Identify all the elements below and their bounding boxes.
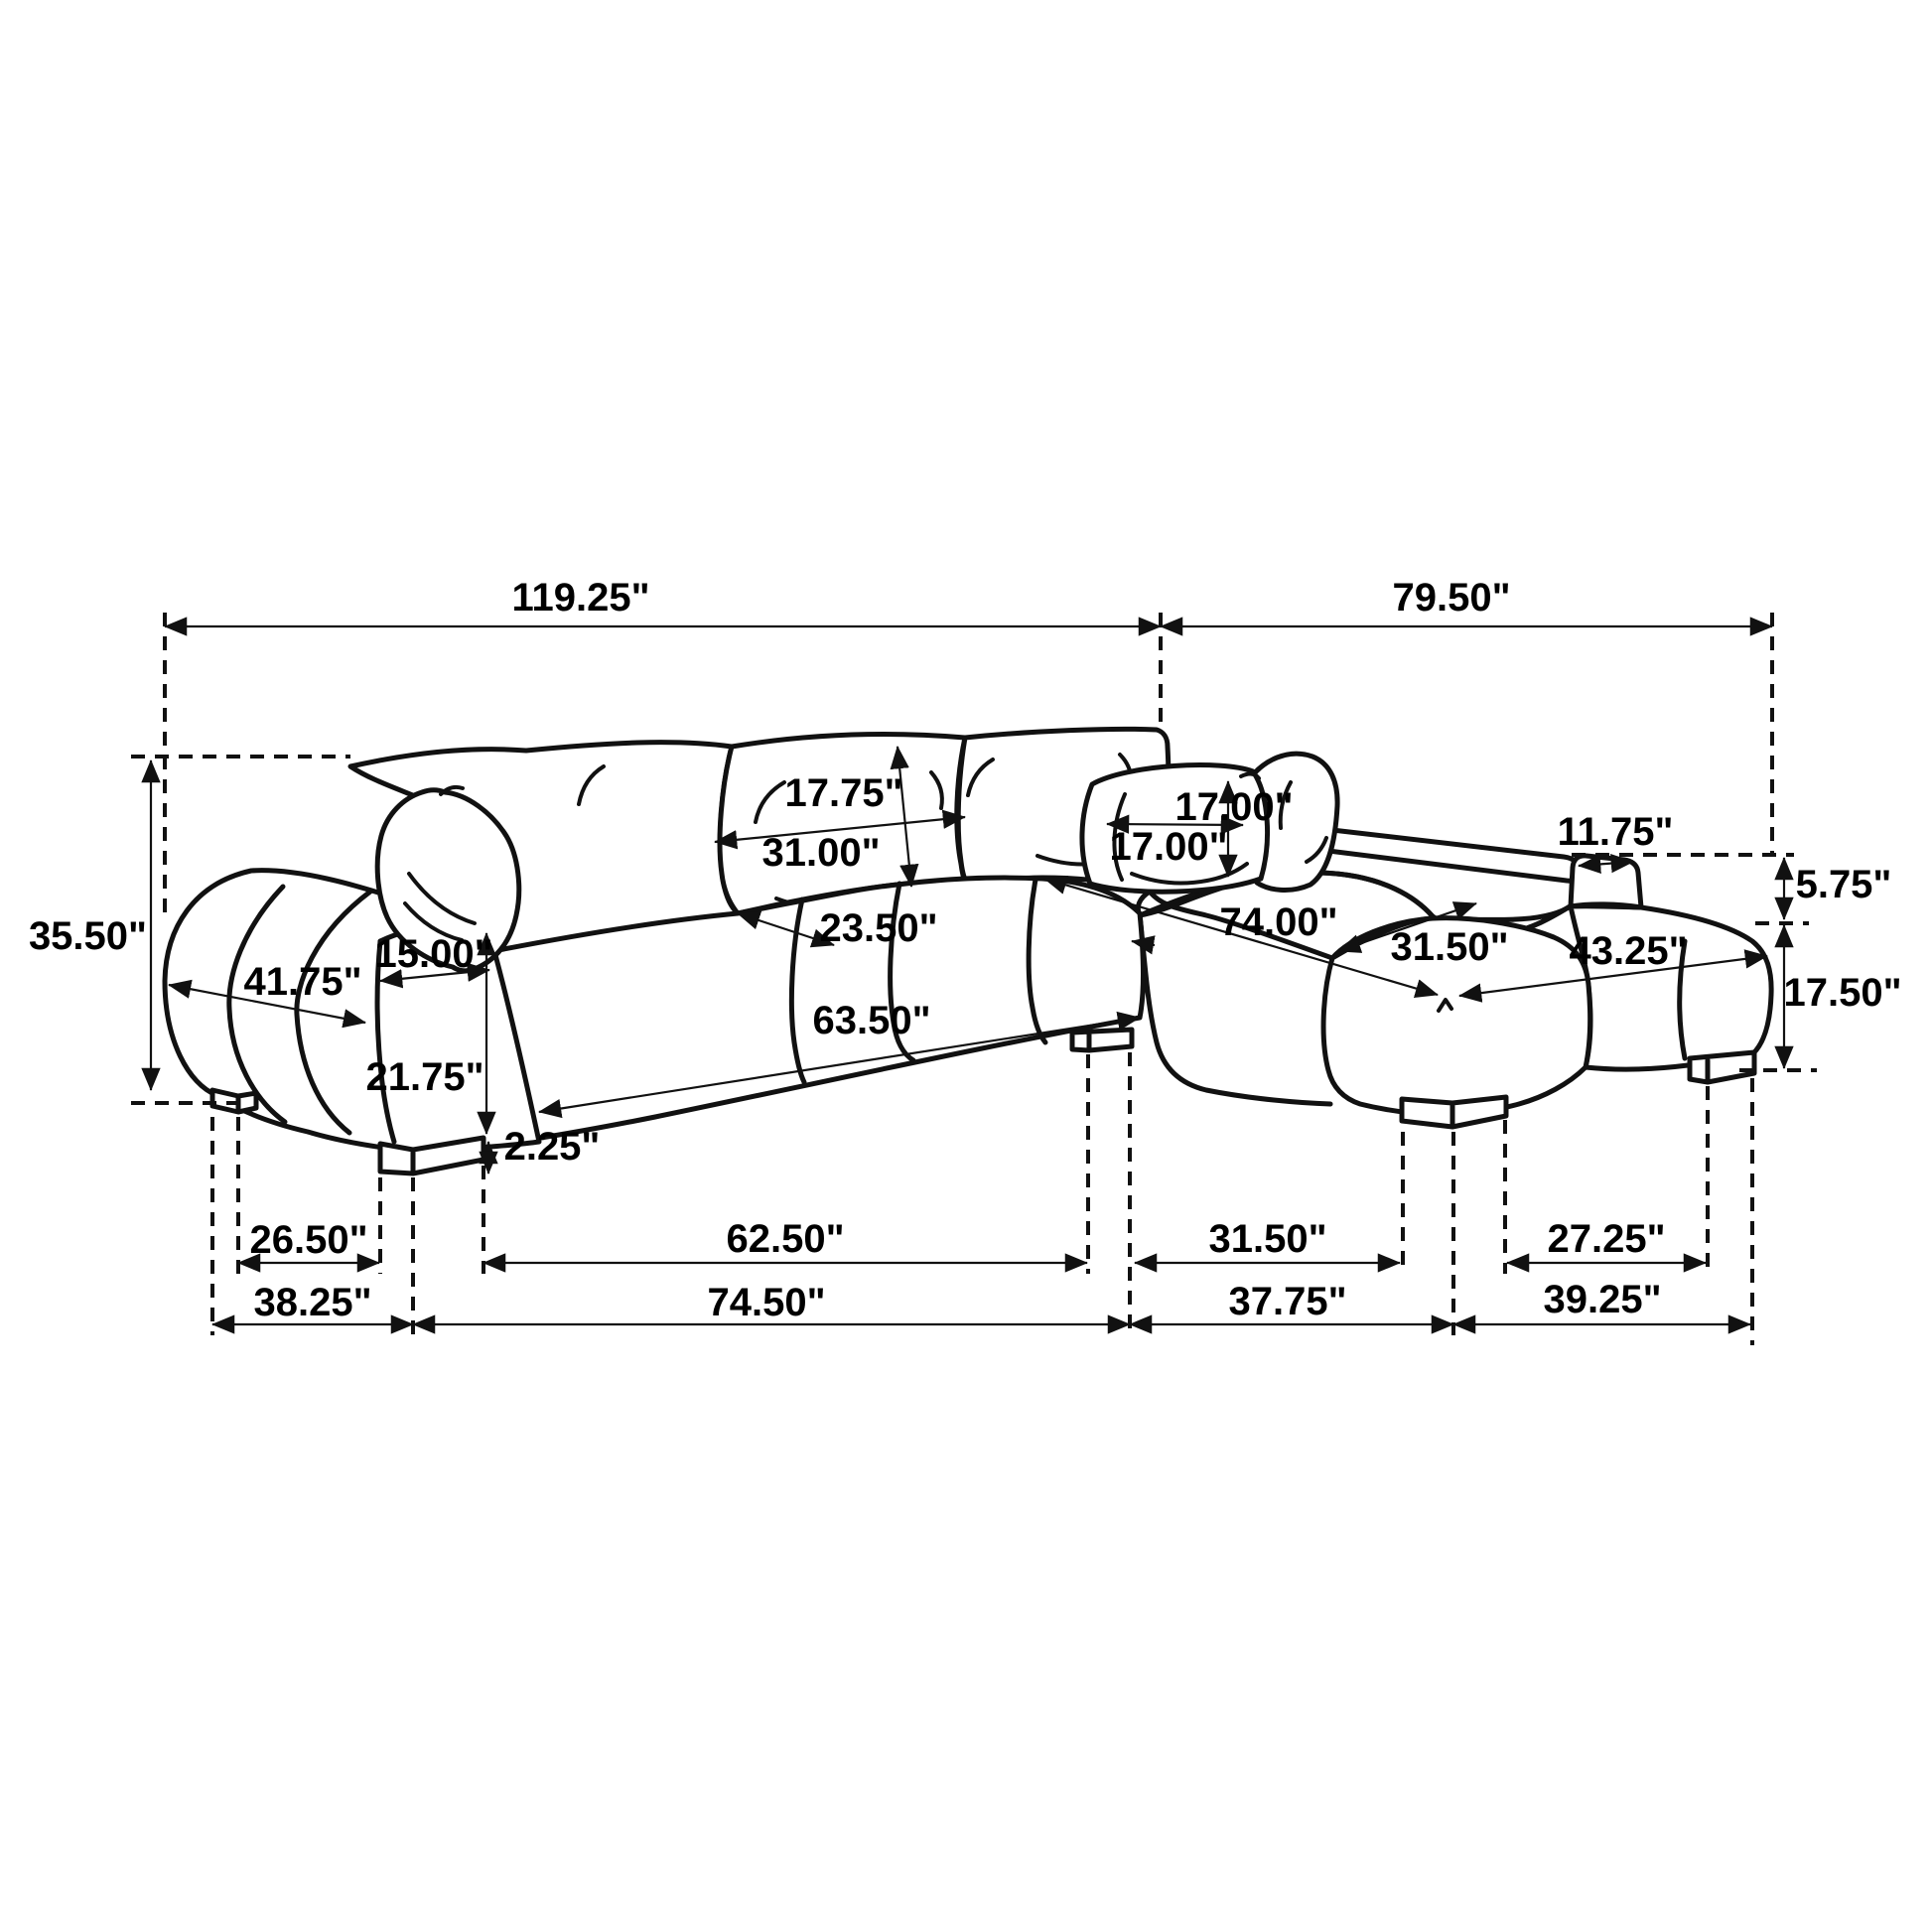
dim-line-chaise-front-w <box>1458 949 1768 1003</box>
dim-label-legspan-chaise-out: 37.75" <box>1228 1280 1346 1323</box>
dim-label-legspan-arm: 26.50" <box>249 1218 367 1262</box>
dim-label-arm-right-top: 11.75" <box>1558 810 1674 854</box>
dim-line-arm-top <box>379 962 490 989</box>
leg-middle <box>1069 1027 1135 1053</box>
dim-line-arm-right-top <box>1578 853 1634 875</box>
dim-label-total-left: 119.25" <box>511 576 649 620</box>
dim-label-back-cushion-h: 17.75" <box>784 771 902 815</box>
dim-label-seat-height-right: 17.50" <box>1783 971 1901 1015</box>
dim-label-legspan-right: 27.25" <box>1547 1217 1665 1261</box>
dim-line-seat-depth <box>737 910 835 948</box>
pillow-crease <box>439 784 465 796</box>
arm-panel-left <box>374 938 397 1145</box>
dim-line-back-cushion-w <box>714 809 966 850</box>
dim-line-seat-width <box>538 1011 1141 1119</box>
leg-right <box>1687 1049 1757 1085</box>
dim-label-seat-width: 63.50" <box>812 999 930 1042</box>
dim-line-arm-diag <box>168 979 366 1029</box>
cushion-crease <box>966 758 995 797</box>
dim-label-back-cushion-w: 31.00" <box>761 831 880 875</box>
dim-label-chaise-front-w: 43.25" <box>1569 929 1687 973</box>
dim-label-legspan-arm-out: 38.25" <box>253 1281 371 1324</box>
pillow-crease <box>1305 836 1328 864</box>
dim-label-legspan-chaise: 31.50" <box>1208 1217 1326 1261</box>
dim-line-chaise-cushion-w <box>1337 901 1477 953</box>
pillow-crease <box>403 901 464 942</box>
cushion-mark <box>1437 998 1453 1013</box>
leg-chaise-front <box>1399 1094 1509 1130</box>
dim-label-legspan-right-out: 39.25" <box>1543 1278 1661 1321</box>
dim-label-legspan-seat: 62.50" <box>726 1217 844 1261</box>
dim-label-back-drop: 5.75" <box>1796 863 1892 906</box>
dim-label-arm-top: 15.00" <box>374 932 492 976</box>
cushion-crease <box>929 770 944 810</box>
pillow-crease <box>1112 792 1127 882</box>
pillow-crease <box>1278 780 1293 830</box>
dim-label-pillow-h: 17.00" <box>1174 785 1293 829</box>
dim-line-chaise-depth <box>1043 876 1439 998</box>
pillow-crease <box>407 872 477 925</box>
dim-label-arm-diag: 41.75" <box>243 960 361 1004</box>
dim-label-height: 35.50" <box>29 914 147 958</box>
dim-label-chaise-depth: 74.00" <box>1219 900 1337 944</box>
dim-label-pillow-w: 17.00" <box>1109 825 1227 869</box>
dim-label-chaise-cushion-w: 31.50" <box>1390 925 1508 969</box>
cushion-crease <box>577 764 606 806</box>
dim-label-leg-height: 2.25" <box>504 1125 601 1169</box>
dim-label-arm-height: 21.75" <box>365 1055 483 1099</box>
dim-label-total-right: 79.50" <box>1392 576 1510 620</box>
dim-label-seat-depth: 23.50" <box>819 906 937 950</box>
pillow-crease <box>1239 771 1261 780</box>
dim-label-legspan-seat-out: 74.50" <box>707 1281 825 1324</box>
